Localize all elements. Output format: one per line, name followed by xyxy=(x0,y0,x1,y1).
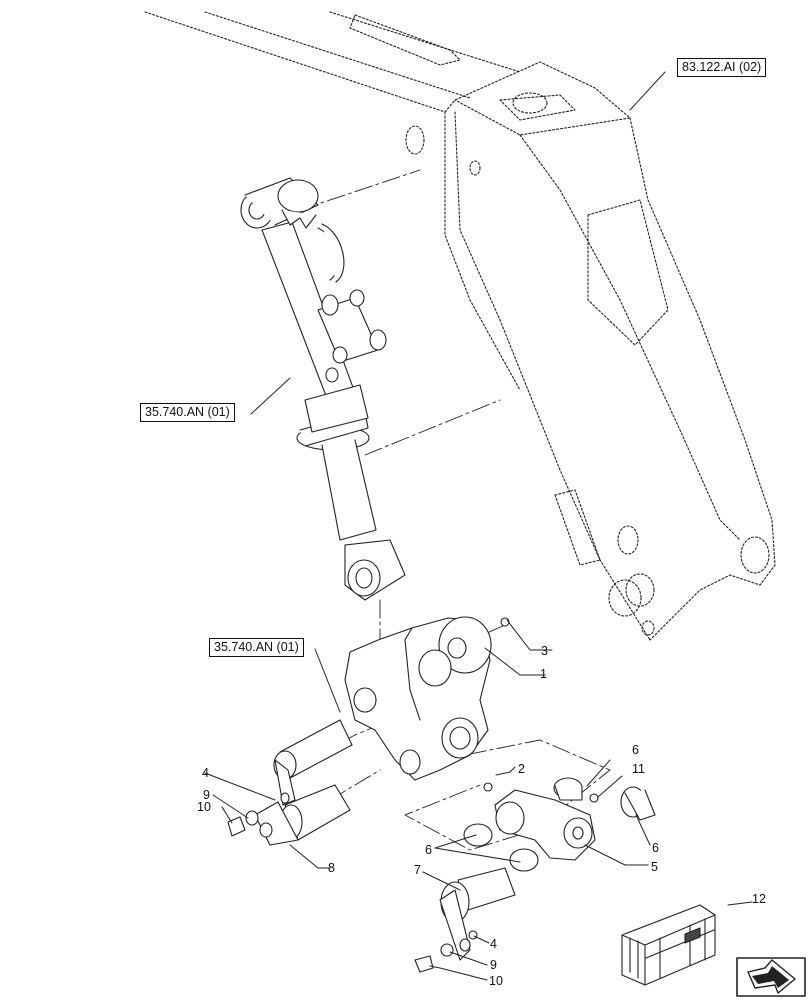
callout-4-lower: 4 xyxy=(490,937,497,951)
callout-5: 5 xyxy=(651,860,658,874)
navigation-arrow-icon[interactable] xyxy=(736,957,806,997)
reference-label-cylinder-upper[interactable]: 35.740.AN (01) xyxy=(140,403,235,422)
callout-10-upper: 10 xyxy=(197,800,211,814)
callout-9-upper: 9 xyxy=(203,788,210,802)
leader-lines xyxy=(204,71,753,981)
pin-part-8 xyxy=(227,719,353,846)
callout-6-right: 6 xyxy=(652,841,659,855)
callout-6-top: 6 xyxy=(632,743,639,757)
reference-label-boom[interactable]: 83.122.AI (02) xyxy=(677,58,767,77)
callout-6-left: 6 xyxy=(425,843,432,857)
callout-11: 11 xyxy=(632,762,645,776)
callout-7: 7 xyxy=(414,863,421,877)
pin-part-7 xyxy=(414,867,516,973)
callout-12: 12 xyxy=(752,892,766,906)
callout-2: 2 xyxy=(518,762,525,776)
parts-kit-crate-icon xyxy=(621,904,716,986)
callout-9-lower: 9 xyxy=(490,958,497,972)
callout-1: 1 xyxy=(540,667,547,681)
callout-8: 8 xyxy=(328,861,335,875)
reference-label-cylinder-lower[interactable]: 35.740.AN (01) xyxy=(209,638,304,657)
callout-10-lower: 10 xyxy=(489,974,503,988)
hydraulic-cylinder xyxy=(240,177,406,601)
link-part-5 xyxy=(463,777,656,872)
bracket-part-1 xyxy=(344,616,510,781)
callout-4-upper: 4 xyxy=(202,766,209,780)
boom-phantom xyxy=(144,11,776,641)
callout-3: 3 xyxy=(541,644,548,658)
